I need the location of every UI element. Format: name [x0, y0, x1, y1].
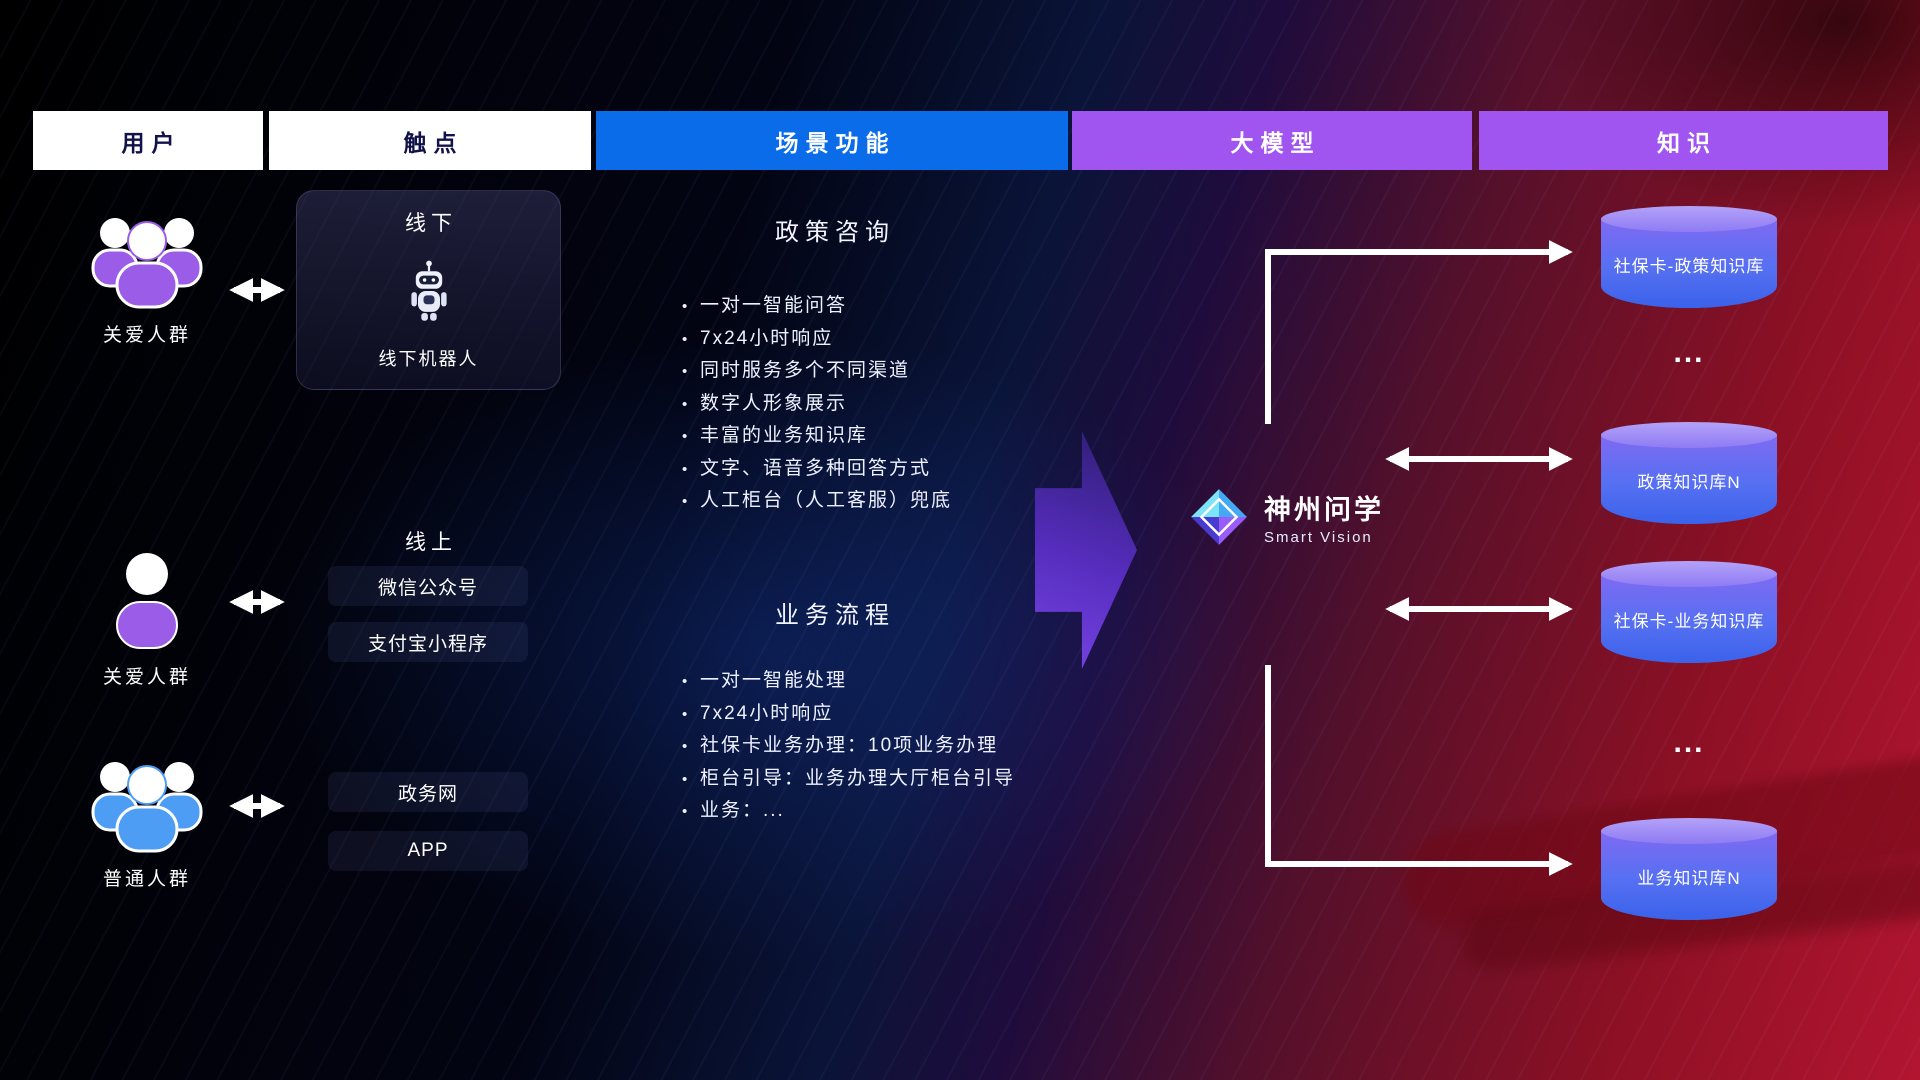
touchpoint-app: APP: [328, 831, 528, 871]
cylinder-top: [1601, 818, 1777, 844]
kb-cylinder-business-card: 社保卡-业务知识库: [1601, 561, 1777, 663]
header-model: 大模型: [1072, 111, 1472, 170]
kb-label: 社保卡-政策知识库: [1601, 219, 1777, 308]
policy-feature-list: 一对一智能问答 7x24小时响应 同时服务多个不同渠道 数字人形象展示 丰富的业…: [680, 290, 952, 518]
business-section-title: 业务流程: [775, 602, 895, 629]
policy-feature: 同时服务多个不同渠道: [680, 355, 952, 388]
header-knowledge: 知识: [1479, 111, 1888, 170]
business-feature: 一对一智能处理: [680, 665, 1015, 698]
kb-label: 社保卡-业务知识库: [1601, 574, 1777, 663]
business-feature-list: 一对一智能处理 7x24小时响应 社保卡业务办理：10项业务办理 柜台引导：业务…: [680, 665, 1015, 828]
kb-label: 业务知识库N: [1601, 831, 1777, 920]
people-group-icon: [91, 762, 203, 853]
policy-feature: 人工柜台（人工客服）兜底: [680, 485, 952, 518]
offline-robot-label: 线下机器人: [378, 349, 479, 369]
header-scenario: 场景功能: [596, 111, 1068, 170]
user-single-care: 关爱人群: [62, 548, 232, 689]
business-feature: 业务：...: [680, 795, 1015, 828]
flow-arrow-to-model: [1035, 431, 1137, 669]
person-icon: [116, 553, 178, 649]
touchpoint-wechat: 微信公众号: [328, 566, 528, 606]
touchpoint-alipay: 支付宝小程序: [328, 622, 528, 662]
kb-cylinder-policy-card: 社保卡-政策知识库: [1601, 206, 1777, 308]
user-group-general: 普通人群: [62, 752, 232, 891]
business-feature: 7x24小时响应: [680, 698, 1015, 730]
header-touchpoints: 触点: [269, 111, 591, 170]
policy-feature: 7x24小时响应: [680, 323, 952, 355]
brand-diamond-icon: [1191, 489, 1247, 545]
online-title: 线上: [405, 531, 457, 554]
header-users: 用户: [33, 111, 263, 170]
user-group-care-1: 关爱人群: [62, 208, 232, 347]
kb-cylinder-policy-n: 政策知识库N: [1601, 422, 1777, 524]
cylinder-top: [1601, 422, 1777, 448]
policy-feature: 丰富的业务知识库: [680, 420, 952, 453]
cylinder-top: [1601, 206, 1777, 232]
kb-cylinder-business-n: 业务知识库N: [1601, 818, 1777, 920]
kb-label: 政策知识库N: [1601, 435, 1777, 524]
touchpoint-gov-web: 政务网: [328, 772, 528, 812]
offline-title: 线下: [405, 212, 457, 235]
robot-icon: [410, 260, 447, 321]
arrow-model-kb1: [1265, 240, 1573, 424]
user-single-label: 关爱人群: [102, 667, 191, 688]
policy-feature: 一对一智能问答: [680, 290, 952, 323]
brand-subtitle: Smart Vision: [1264, 529, 1373, 546]
cylinder-top: [1601, 561, 1777, 587]
knowledge-ellipsis: ...: [1673, 336, 1705, 369]
model-brand: 神州问学 Smart Vision: [1188, 486, 1384, 548]
people-group-icon: [91, 218, 203, 309]
brand-name: 神州问学: [1264, 495, 1384, 525]
business-feature: 社保卡业务办理：10项业务办理: [680, 730, 1015, 763]
knowledge-ellipsis: ...: [1673, 726, 1705, 759]
user-group-label: 普通人群: [102, 869, 191, 890]
arrow-model-kb4: [1265, 665, 1573, 876]
policy-section-title: 政策咨询: [775, 219, 895, 246]
policy-feature: 文字、语音多种回答方式: [680, 453, 952, 485]
offline-touchpoint-card: 线下 线下机器人: [296, 190, 561, 390]
business-feature: 柜台引导：业务办理大厅柜台引导: [680, 763, 1015, 795]
user-group-label: 关爱人群: [102, 325, 191, 346]
policy-feature: 数字人形象展示: [680, 388, 952, 420]
